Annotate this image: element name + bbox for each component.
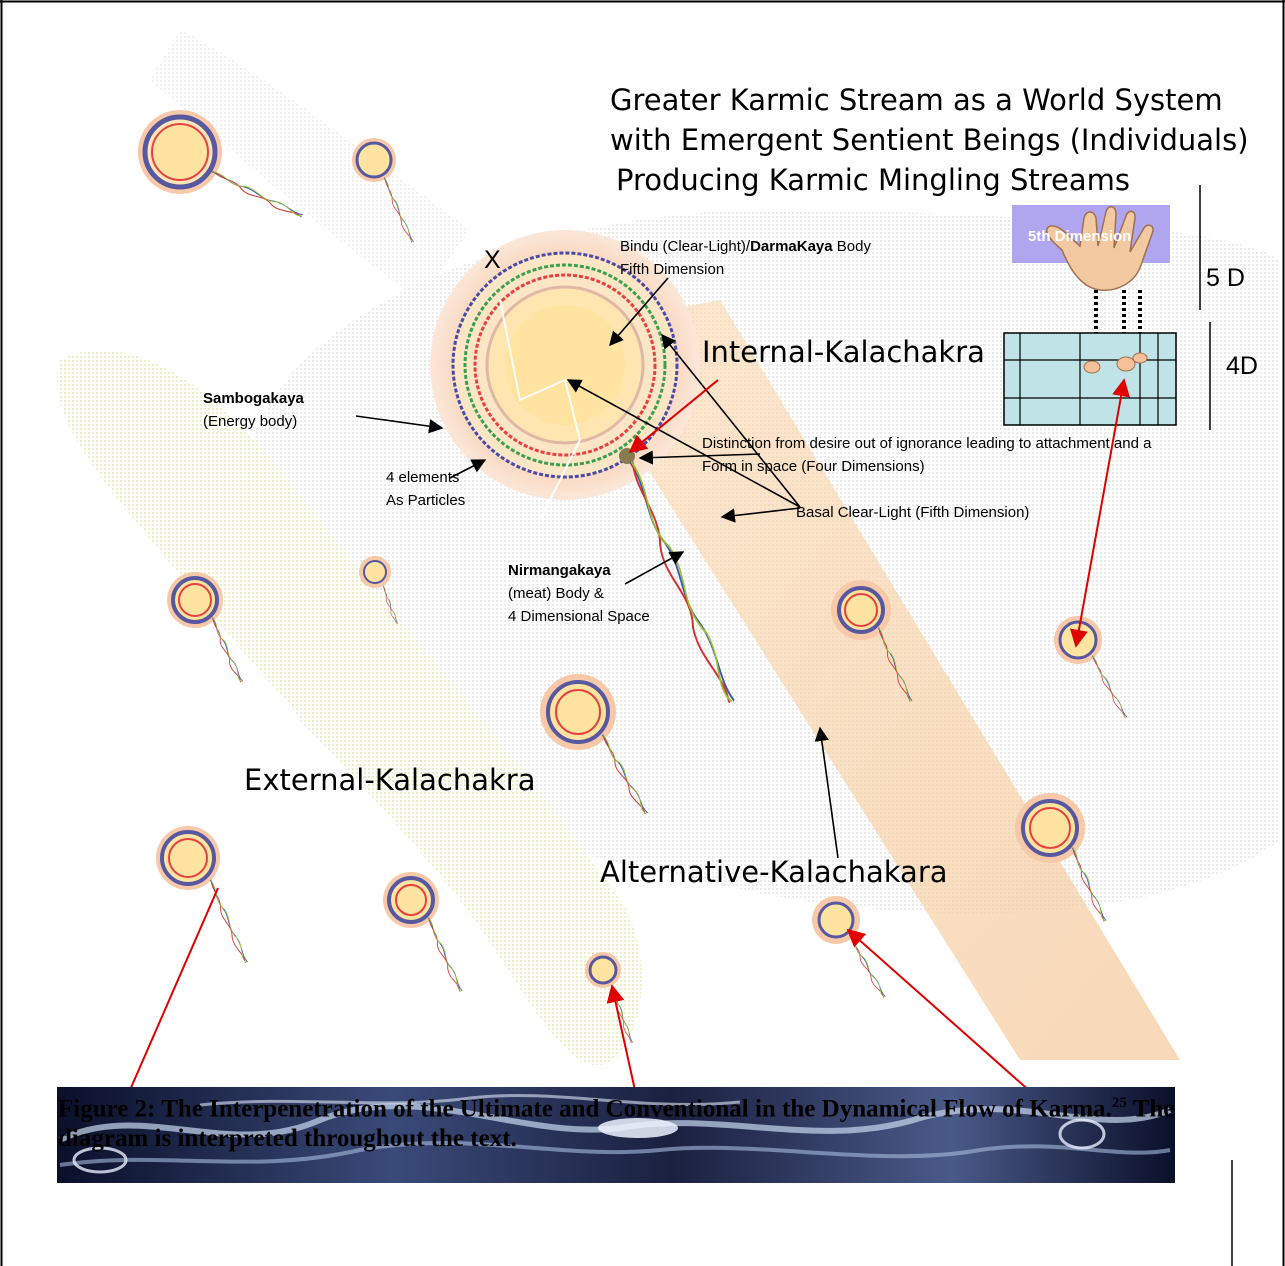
internal-kalachakra-label: Internal-Kalachakra (702, 336, 985, 369)
being-10 (383, 872, 462, 993)
being-9 (156, 826, 248, 965)
nirmangakaya-label: Nirmangakaya (508, 562, 611, 579)
fifth-dimension-label: 5th Dimension (1028, 228, 1131, 245)
being-12 (812, 896, 886, 1000)
four-d-label: 4D (1226, 352, 1258, 381)
bindu-label: Bindu (Clear-Light)/DarmaKaya Body (620, 238, 871, 255)
bindu-label-2: Fifth Dimension (620, 261, 724, 278)
title-line-3: Producing Karmic Mingling Streams (616, 164, 1130, 197)
sambogakaya-sub: (Energy body) (203, 413, 297, 430)
alternative-kalachakara-label: Alternative-Kalachakara (600, 856, 948, 889)
x-mark: X (484, 246, 501, 275)
nirmangakaya-label-3: 4 Dimensional Space (508, 608, 650, 625)
figure-caption: Figure 2: The Interpenetration of the Ul… (58, 1088, 1218, 1154)
distinction-label-2: Form in space (Four Dimensions) (702, 458, 925, 475)
nirmangakaya-label-2: (meat) Body & (508, 585, 604, 602)
elements-label-2: As Particles (386, 492, 465, 509)
five-d-label: 5 D (1206, 264, 1245, 293)
distinction-label: Distinction from desire out of ignorance… (702, 435, 1151, 452)
title-line-2: with Emergent Sentient Beings (Individua… (610, 124, 1249, 157)
elements-label: 4 elements (386, 469, 459, 486)
basal-label: Basal Clear-Light (Fifth Dimension) (796, 504, 1029, 521)
sambogakaya-label: Sambogakaya (203, 390, 304, 407)
title-line-1: Greater Karmic Stream as a World System (610, 84, 1223, 117)
four-d-grid (1004, 333, 1176, 425)
external-kalachakra-label: External-Kalachakra (244, 764, 535, 797)
